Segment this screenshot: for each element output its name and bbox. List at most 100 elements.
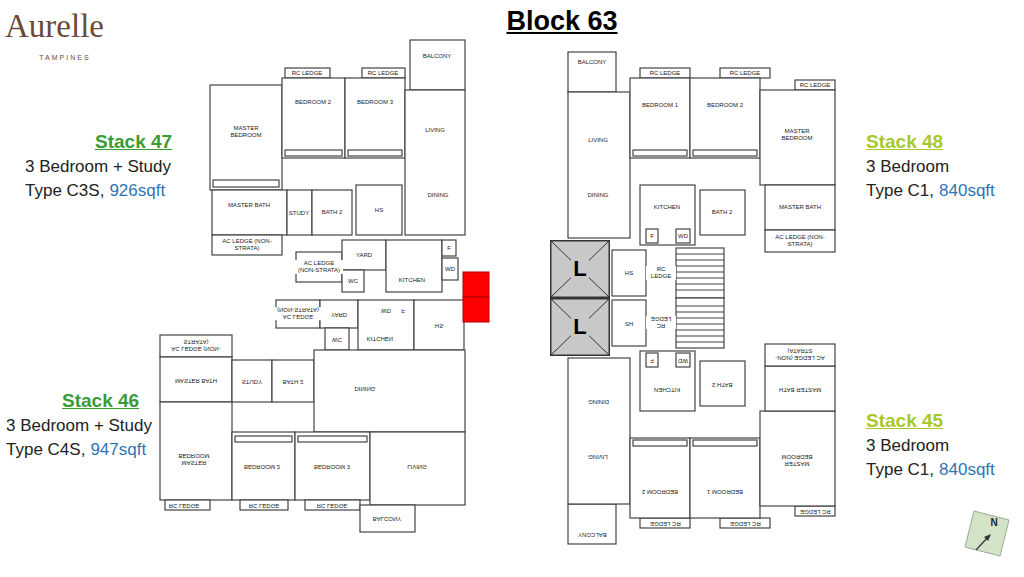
room-label: BALCONY: [422, 53, 453, 60]
room-label: MASTER BEDROOM: [776, 454, 818, 467]
room-label: MASTER BEDROOM: [173, 453, 215, 466]
room-label: BEDROOM 1: [706, 488, 744, 495]
room-label: KITCHEN: [653, 204, 681, 211]
room-label: RC LEDGE: [316, 502, 349, 509]
room-label: WC: [331, 336, 343, 343]
lift-core: L: [550, 240, 610, 298]
room-label: WC: [347, 278, 359, 285]
room-label: BATH 2: [711, 209, 734, 216]
room-label: YARD: [355, 252, 373, 259]
room-label: MASTER BATH: [174, 377, 218, 384]
room-label: RC LEDGE: [291, 70, 324, 77]
room-label: MASTER BEDROOM: [225, 125, 267, 138]
room-label: RC LEDGE: [649, 520, 682, 527]
unit-description: Type C4S,: [6, 440, 85, 460]
room-label: BATH 2: [282, 378, 305, 385]
room-label: MASTER BATH: [778, 386, 822, 393]
unit-description: 3 Bedroom: [866, 157, 949, 177]
room-label: RC LEDGE: [646, 266, 676, 279]
room-label: BALCONY: [577, 59, 608, 66]
unit-area: 840sqft: [939, 460, 995, 480]
stack-heading: Stack 48: [866, 131, 943, 153]
compass-rose: N: [960, 508, 1012, 560]
lift-box: [551, 241, 610, 298]
room-label: LIVING: [406, 463, 428, 470]
unit-description: Type C3S,: [25, 181, 104, 201]
room-label: STUDY: [288, 210, 310, 217]
room-label: KITCHEN: [398, 277, 426, 284]
room-label: HS: [434, 322, 444, 329]
room-label: F: [400, 307, 406, 314]
room-label: HS: [624, 270, 634, 277]
unit-description: 3 Bedroom: [866, 436, 949, 456]
room-label: DINING: [587, 192, 610, 199]
room-label: AC LEDGE (NON-STRATA): [769, 348, 831, 361]
stack-heading: Stack 47: [95, 131, 172, 153]
room-label: MASTER BATH: [778, 204, 822, 211]
unit-area: 840sqft: [939, 181, 995, 201]
room-label: WD: [677, 357, 689, 364]
room-label: RC LEDGE: [799, 82, 832, 89]
brand-logo: Aurelle: [5, 8, 104, 44]
north-letter: N: [990, 518, 997, 528]
room-label: WD: [677, 233, 689, 240]
room-label: DINING: [427, 192, 450, 199]
room-label: WD: [380, 307, 392, 314]
stack-heading: Stack 46: [62, 390, 139, 412]
lift-cross: [551, 241, 609, 297]
room-label: HS: [374, 207, 384, 214]
lift-letter: L: [571, 316, 588, 338]
room-label: KITCHEN: [366, 335, 394, 342]
lift-cross: [551, 299, 609, 355]
diagram-title: Block 63: [506, 6, 617, 37]
room-label: BATH 2: [711, 381, 734, 388]
room-label: BATH 2: [321, 209, 344, 216]
unit-area: 926sqft: [109, 181, 165, 201]
room-label: RC LEDGE: [646, 316, 676, 329]
lift-letter: L: [571, 258, 588, 280]
room-label: HS: [624, 320, 634, 327]
brand-tagline: TAMPINES: [39, 54, 90, 61]
room-label: RC LEDGE: [799, 508, 832, 515]
room-label: DINING: [354, 385, 377, 392]
room-label: BEDROOM 3: [356, 99, 394, 106]
room-label: LIVING: [587, 453, 609, 460]
room-label: F: [649, 233, 655, 240]
room-label: F: [446, 245, 452, 252]
unit-area: 947sqft: [90, 440, 146, 460]
room-label: AC LEDGE (NON-STRATA): [295, 260, 343, 273]
room-label: BEDROOM 3: [313, 463, 351, 470]
room-label: BALCONY: [577, 531, 608, 538]
room-label: LIVING: [587, 137, 609, 144]
compass-symbol: [960, 508, 1012, 560]
room-label: BEDROOM 1: [641, 102, 679, 109]
room-label: YARD: [330, 311, 348, 318]
room-label: WD: [444, 266, 456, 273]
lift-box: [551, 299, 610, 356]
unit-description: Type C1,: [866, 181, 934, 201]
room-label: BEDROOM 2: [706, 102, 744, 109]
room-label: MASTER BATH: [227, 202, 271, 209]
unit-description: 3 Bedroom + Study: [25, 157, 171, 177]
unit-description: 3 Bedroom + Study: [6, 416, 152, 436]
room-label: RC LEDGE: [729, 70, 762, 77]
room-label: KITCHEN: [653, 386, 681, 393]
lift-core: L: [550, 298, 610, 356]
room-label: RC LEDGE: [168, 502, 201, 509]
room-label: RC LEDGE: [248, 502, 281, 509]
north-arrowhead: [984, 534, 991, 541]
room-label: DINING: [587, 398, 610, 405]
room-label: AC LEDGE (NON-STRATA): [275, 307, 321, 320]
compass-tile: [965, 511, 1009, 556]
room-label: MASTER BEDROOM: [776, 128, 818, 141]
room-label: AC LEDGE (NON-STRATA): [769, 234, 831, 247]
room-label: LIVING: [424, 127, 446, 134]
room-label: F: [649, 357, 655, 364]
room-label: RC LEDGE: [729, 520, 762, 527]
room-label: STUDY: [241, 378, 263, 385]
unit-description: Type C1,: [866, 460, 934, 480]
room-label: BEDROOM 2: [243, 463, 281, 470]
room-label: BEDROOM 2: [294, 99, 332, 106]
